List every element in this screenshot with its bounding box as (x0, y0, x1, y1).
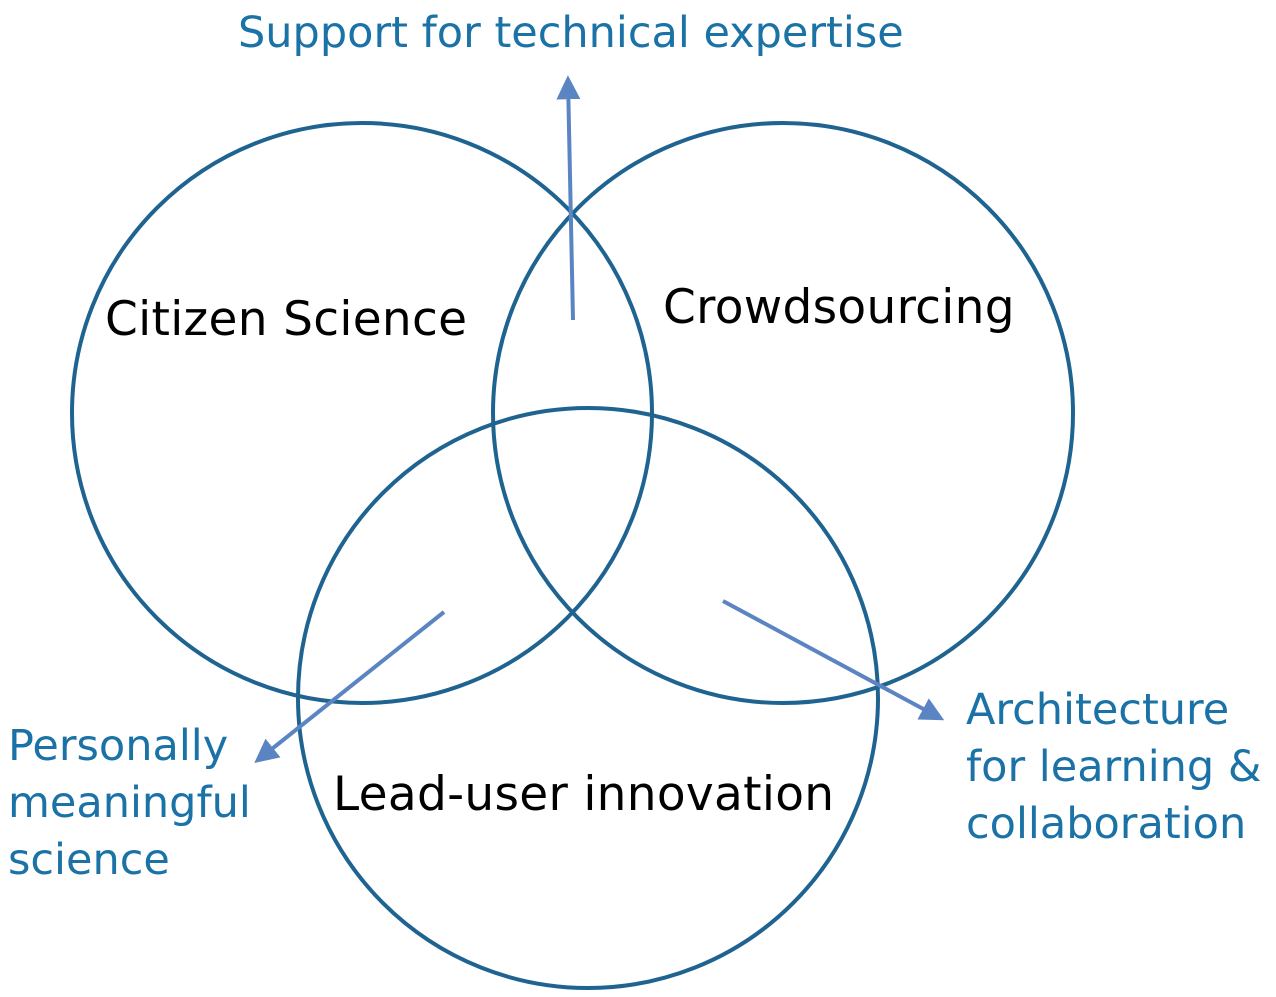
callout-line: science (8, 835, 170, 885)
label-crowdsourcing: Crowdsourcing (663, 280, 1015, 335)
arrow-architecture (722, 599, 945, 721)
circle-citizen-science (70, 121, 654, 705)
callout-technical-support: Support for technical expertise (238, 8, 904, 58)
label-citizen-science: Citizen Science (105, 292, 468, 347)
circle-crowdsourcing (491, 121, 1075, 705)
callout-personally-meaningful-science: Personally meaningful science (8, 718, 251, 889)
callout-line: Architecture (966, 685, 1230, 735)
callout-line: meaningful (8, 778, 251, 828)
callout-line: Personally (8, 721, 229, 771)
circle-lead-user-innovation (296, 406, 880, 990)
arrow-technical-support (556, 75, 581, 321)
arrow-personal (254, 610, 446, 763)
callout-architecture-learning: Architecture for learning & collaboratio… (966, 682, 1261, 853)
callout-line: for learning & (966, 742, 1262, 792)
callout-line: collaboration (966, 799, 1247, 849)
label-lead-user-innovation: Lead-user innovation (333, 767, 835, 822)
